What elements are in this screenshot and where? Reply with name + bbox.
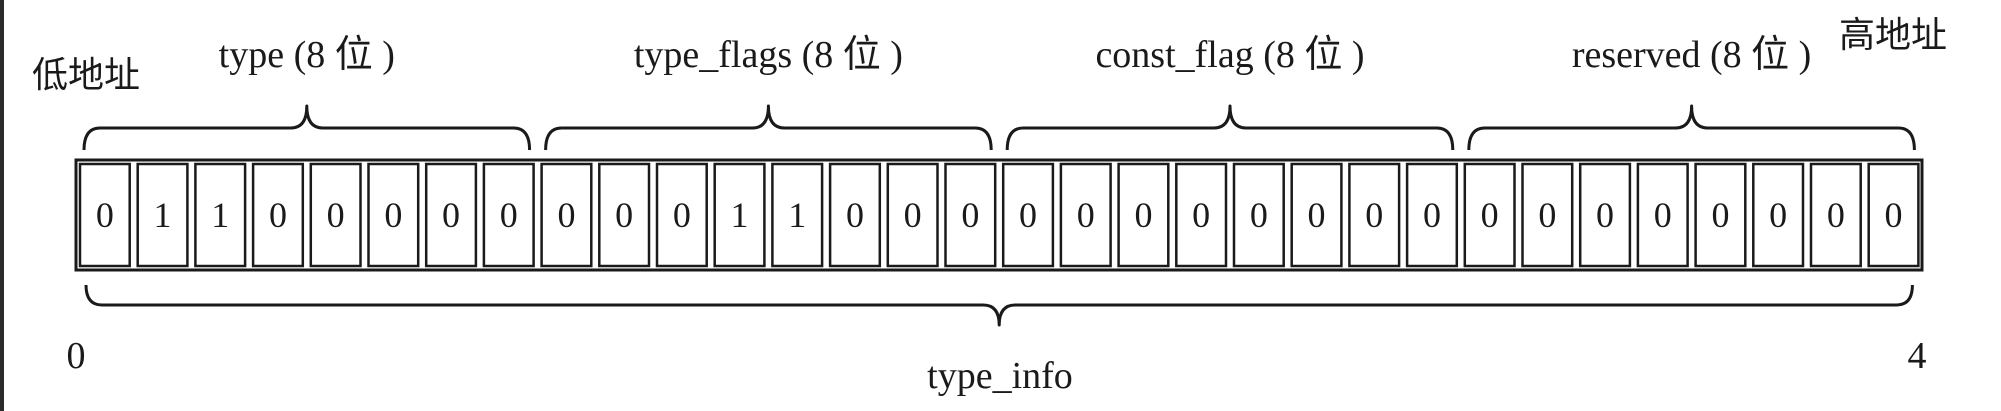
bit-value: 0	[384, 195, 402, 235]
bit-value: 0	[1538, 195, 1556, 235]
bit-cell	[1578, 162, 1632, 268]
bit-cell	[655, 162, 708, 268]
end-offset-label: 4	[1908, 335, 1927, 377]
bit-value: 0	[615, 195, 633, 235]
bit-value: 0	[1654, 195, 1672, 235]
bit-value: 0	[1250, 195, 1268, 235]
bit-value: 1	[154, 195, 172, 235]
bit-value: 1	[211, 195, 229, 235]
bit-value: 0	[673, 195, 691, 235]
field-brace	[544, 104, 993, 151]
bit-value: 0	[327, 195, 345, 235]
bit-cell	[1694, 162, 1747, 268]
bit-cell	[1405, 162, 1459, 268]
bit-value: 0	[1711, 195, 1729, 235]
field-brace	[1005, 104, 1455, 151]
bit-value: 0	[1192, 195, 1210, 235]
bit-cell	[1348, 162, 1401, 268]
field-labels: type (8 位 ) type_flags (8 位 ) const_flag (…	[219, 34, 1812, 76]
bit-cell	[886, 162, 939, 268]
field-name-label: type_flags (8 位 )	[634, 34, 903, 76]
bit-cell	[78, 162, 131, 268]
type-info-brace	[84, 284, 1914, 327]
bit-cell	[1463, 162, 1516, 268]
bit-value: 0	[1365, 195, 1383, 235]
field-braces	[82, 104, 1916, 151]
bit-value: 0	[1827, 195, 1845, 235]
bit-cell	[1521, 162, 1574, 268]
bit-value: 0	[1423, 195, 1441, 235]
bit-cell	[1232, 162, 1285, 268]
field-name-label: reserved (8 位 )	[1572, 34, 1812, 76]
bit-value: 0	[1769, 195, 1787, 235]
bit-value: 0	[557, 195, 575, 235]
bit-cell	[424, 162, 478, 268]
bit-value: 0	[961, 195, 979, 235]
bit-cell	[367, 162, 420, 268]
field-name-label: const_flag (8 位 )	[1095, 34, 1364, 76]
bit-value: 0	[500, 195, 518, 235]
field-name-label: type (8 位 )	[219, 34, 395, 76]
bit-value: 0	[1308, 195, 1326, 235]
bit-value: 0	[96, 195, 114, 235]
bit-cell	[1809, 162, 1862, 268]
start-offset-label: 0	[67, 335, 86, 377]
bit-value: 0	[442, 195, 460, 235]
bit-cell	[1752, 162, 1805, 268]
bit-value: 0	[846, 195, 864, 235]
bit-value: 0	[1077, 195, 1095, 235]
bit-cell	[482, 162, 535, 268]
bit-cell	[828, 162, 882, 268]
field-brace	[1467, 104, 1916, 151]
bit-cell	[598, 162, 651, 268]
type-info-label: type_info	[927, 355, 1073, 397]
bit-cell	[1117, 162, 1170, 268]
bit-cell	[713, 162, 766, 268]
bit-value: 1	[788, 195, 806, 235]
bit-cell	[251, 162, 305, 268]
bit-cell	[1290, 162, 1343, 268]
bit-cell	[1867, 162, 1920, 268]
bit-cell	[194, 162, 247, 268]
field-brace	[82, 104, 532, 151]
bit-value: 0	[904, 195, 922, 235]
bit-value: 0	[1019, 195, 1037, 235]
bit-cell	[1001, 162, 1055, 268]
bit-cell	[771, 162, 824, 268]
low-address-label: 低地址	[32, 55, 140, 96]
bit-value: 1	[731, 195, 749, 235]
bit-cell	[136, 162, 189, 268]
high-address-label: 高地址	[1839, 15, 1947, 56]
bit-cell	[1059, 162, 1112, 268]
bit-value: 0	[269, 195, 287, 235]
image-left-edge	[0, 0, 4, 411]
bit-cell	[309, 162, 362, 268]
bit-cell	[540, 162, 593, 268]
bit-cell	[1175, 162, 1228, 268]
bit-value: 0	[1134, 195, 1152, 235]
bit-cell	[1636, 162, 1689, 268]
bit-row-frame	[74, 158, 1924, 272]
bit-value: 0	[1481, 195, 1499, 235]
bit-cell	[944, 162, 997, 268]
bit-value: 0	[1596, 195, 1614, 235]
bit-value: 0	[1885, 195, 1903, 235]
